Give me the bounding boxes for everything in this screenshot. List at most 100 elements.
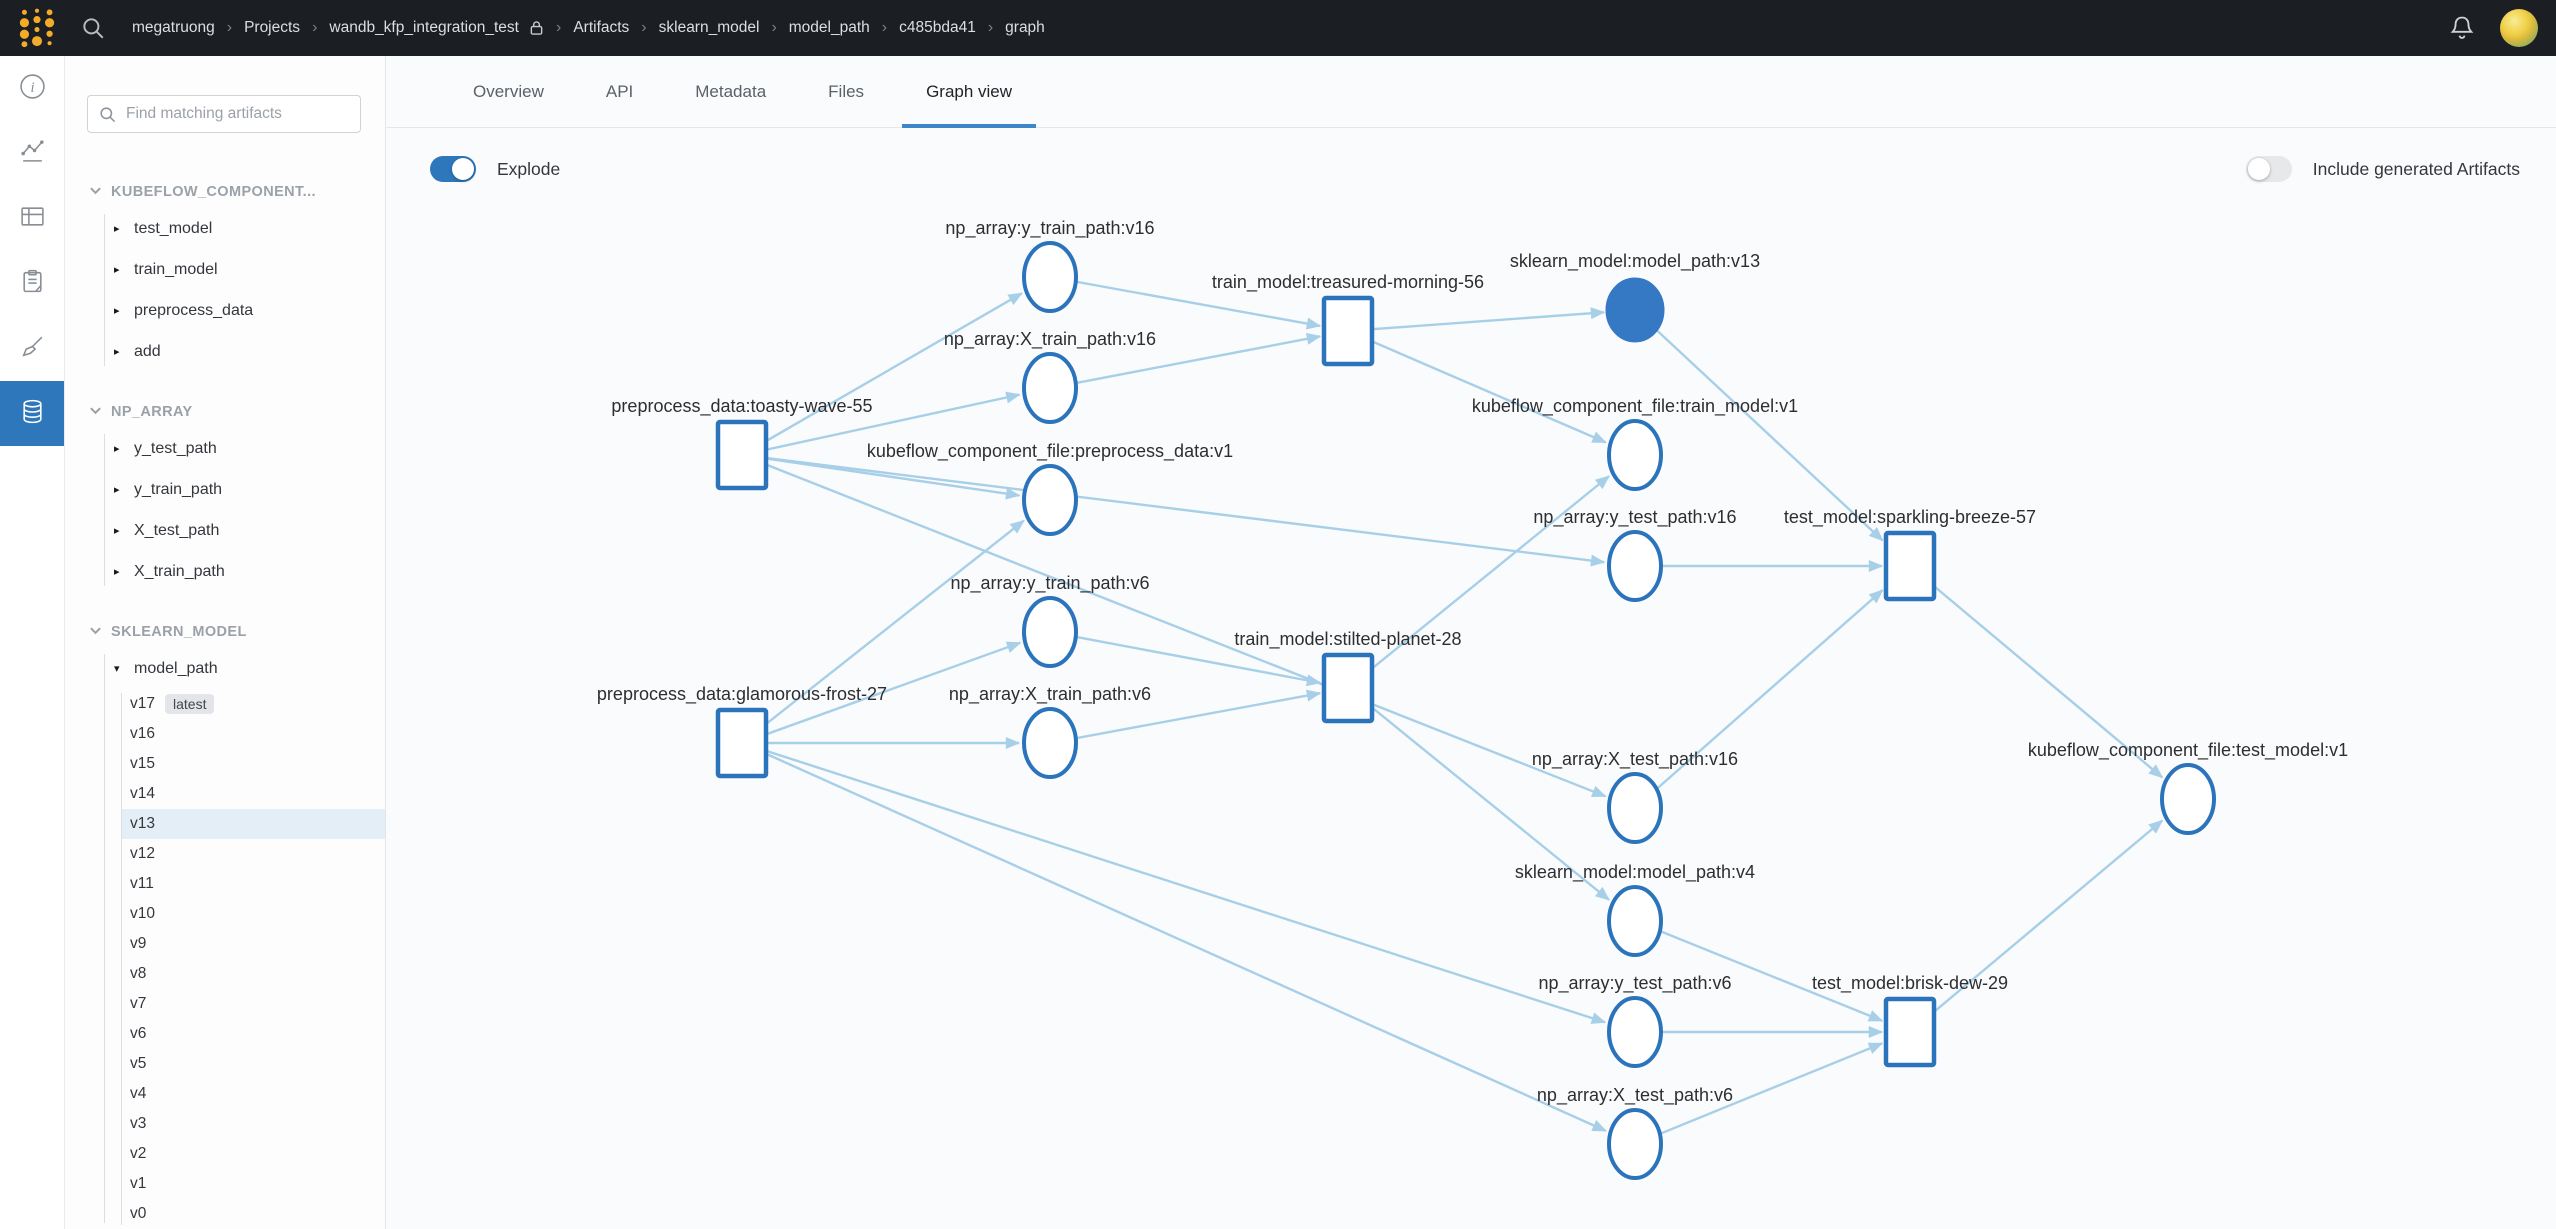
sidebar-item-test_model[interactable]: ▸test_model [104, 208, 385, 249]
version-v7[interactable]: v7 [121, 989, 385, 1019]
version-v10[interactable]: v10 [121, 899, 385, 929]
node-y_train16[interactable] [1022, 241, 1078, 313]
breadcrumb-c485bda41[interactable]: c485bda41 [899, 19, 976, 36]
breadcrumb-Projects[interactable]: Projects [244, 19, 301, 36]
tree-item-label: add [134, 342, 161, 360]
node-glamorous[interactable] [715, 707, 769, 779]
sidebar-item-tables[interactable] [0, 186, 64, 251]
tree-section: KUBEFLOW_COMPONENT...▸test_model▸train_m… [65, 178, 385, 372]
version-label: v3 [130, 1115, 147, 1132]
chevron-down-icon [89, 184, 102, 201]
sidebar-item-y_test_path[interactable]: ▸y_test_path [104, 428, 385, 469]
sidebar-item-sweeps[interactable] [0, 316, 64, 381]
sidebar-item-y_train_path[interactable]: ▸y_train_path [104, 469, 385, 510]
version-label: v1 [130, 1175, 147, 1192]
node-X_test16[interactable] [1607, 772, 1663, 844]
sidebar-item-overview[interactable]: i [0, 56, 64, 121]
node-kfp_train[interactable] [1607, 419, 1663, 491]
version-v16[interactable]: v16 [121, 719, 385, 749]
version-v5[interactable]: v5 [121, 1049, 385, 1079]
sidebar-item-train_model[interactable]: ▸ train_model [104, 249, 385, 290]
version-v9[interactable]: v9 [121, 929, 385, 959]
breadcrumb-wandb_kfp_integration_test[interactable]: wandb_kfp_integration_test [329, 19, 519, 36]
tree-section-header[interactable]: KUBEFLOW_COMPONENT... [65, 178, 385, 206]
sidebar-item-add[interactable]: ▸add [104, 331, 385, 372]
version-label: v0 [130, 1205, 147, 1222]
node-X_test6[interactable] [1607, 1108, 1663, 1180]
version-v12[interactable]: v12 [121, 839, 385, 869]
tree-section-header[interactable]: NP_ARRAY [65, 398, 385, 426]
sidebar-item-model_path[interactable]: ▾model_path [104, 648, 385, 689]
breadcrumb-model_path[interactable]: model_path [788, 19, 870, 36]
sidebar-item-X_train_path[interactable]: ▸X_train_path [104, 551, 385, 592]
breadcrumb-graph[interactable]: graph [1005, 19, 1045, 36]
breadcrumb-separator: › [771, 19, 777, 36]
node-kfp_pre[interactable] [1022, 464, 1078, 536]
sidebar-item-X_test_path[interactable]: ▸X_test_path [104, 510, 385, 551]
sidebar-item-jobs[interactable] [0, 251, 64, 316]
node-sparkling[interactable] [1883, 530, 1937, 602]
lock-icon [529, 20, 544, 36]
explode-control: Explode [430, 156, 560, 182]
version-label: v14 [130, 785, 155, 802]
tab-api[interactable]: API [605, 81, 634, 101]
breadcrumb-Artifacts[interactable]: Artifacts [573, 19, 630, 36]
version-v13[interactable]: v13 [121, 809, 385, 839]
node-brisk[interactable] [1883, 996, 1937, 1068]
node-treasured[interactable] [1321, 295, 1375, 367]
explode-label: Explode [497, 158, 561, 179]
version-v8[interactable]: v8 [121, 959, 385, 989]
graph-nodes [715, 241, 2216, 1180]
triangle-right-icon: ▸ [114, 264, 120, 276]
tree-item-label: preprocess_data [134, 301, 254, 319]
artifact-search-input[interactable] [126, 105, 336, 123]
tab-overview[interactable]: Overview [473, 81, 544, 101]
node-stilted[interactable] [1321, 652, 1375, 724]
tree-item-label: train_model [134, 260, 218, 278]
tree-section-label: NP_ARRAY [111, 404, 193, 420]
main-panel: Overview API Metadata Files Graph view Explo… [387, 56, 2556, 1229]
latest-badge: latest [165, 694, 215, 714]
triangle-right-icon: ▸ [114, 223, 120, 235]
wandb-logo-icon[interactable] [18, 6, 58, 50]
sidebar-item-preprocess_data[interactable]: ▸preprocess_data [104, 290, 385, 331]
notifications-bell-icon[interactable] [2448, 14, 2476, 42]
node-model4[interactable] [1607, 885, 1663, 957]
node-y_test6[interactable] [1607, 996, 1663, 1068]
tab-files[interactable]: Files [828, 81, 865, 101]
version-v11[interactable]: v11 [121, 869, 385, 899]
left-icon-rail: i [0, 56, 64, 1229]
version-v6[interactable]: v6 [121, 1019, 385, 1049]
include-generated-artifacts-toggle[interactable] [2245, 156, 2292, 182]
version-v2[interactable]: v2 [121, 1139, 385, 1169]
wandb-dots-icon [19, 8, 55, 48]
version-v1[interactable]: v1 [121, 1169, 385, 1199]
node-model13[interactable] [1605, 277, 1665, 343]
avatar[interactable] [2500, 9, 2538, 47]
search-icon[interactable] [80, 15, 106, 41]
sidebar-item-charts[interactable] [0, 121, 64, 186]
version-v4[interactable]: v4 [121, 1079, 385, 1109]
version-v0[interactable]: v0 [121, 1199, 385, 1229]
node-toasty[interactable] [715, 419, 769, 491]
tab-metadata[interactable]: Metadata [695, 81, 767, 101]
node-X_train16[interactable] [1022, 352, 1078, 424]
breadcrumb-sklearn_model[interactable]: sklearn_model [658, 19, 760, 36]
version-label: v7 [130, 995, 147, 1012]
sidebar-item-artifacts[interactable] [0, 381, 64, 446]
node-y_train6[interactable] [1022, 596, 1078, 668]
info-icon: i [19, 73, 46, 105]
version-v3[interactable]: v3 [121, 1109, 385, 1139]
tab-graph-view[interactable]: Graph view [902, 56, 1037, 128]
tree-section-header[interactable]: SKLEARN_MODEL [65, 618, 385, 646]
explode-toggle[interactable] [430, 156, 476, 182]
tree-section-label: SKLEARN_MODEL [111, 624, 247, 640]
node-kfp_test[interactable] [2160, 763, 2216, 835]
node-y_test16[interactable] [1607, 530, 1663, 602]
version-v15[interactable]: v15 [121, 749, 385, 779]
node-X_train6[interactable] [1022, 707, 1078, 779]
breadcrumb-megatruong[interactable]: megatruong [132, 19, 215, 36]
version-v14[interactable]: v14 [121, 779, 385, 809]
